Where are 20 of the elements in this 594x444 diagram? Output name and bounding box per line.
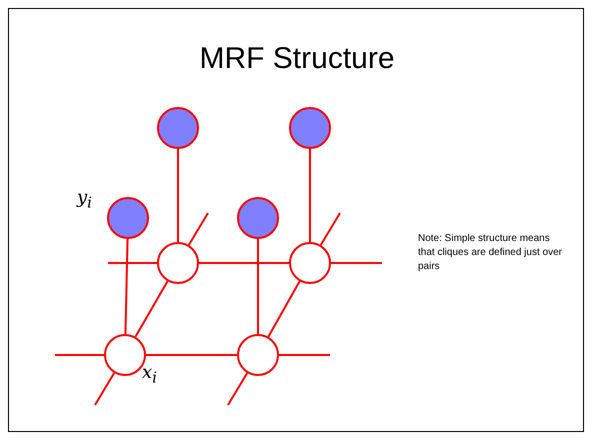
edge-line <box>279 354 330 356</box>
edge-line <box>134 280 168 338</box>
variable-label: x$_{i}$ <box>142 362 157 387</box>
edge-line <box>55 354 104 356</box>
edge-line <box>177 149 179 242</box>
edge-line <box>309 149 311 242</box>
variable-label: y$_{i}$ <box>77 187 92 212</box>
slide-title: MRF Structure <box>198 42 396 76</box>
edge-line <box>320 212 341 246</box>
edge-line <box>331 262 382 264</box>
edge-line <box>108 262 157 264</box>
edge-line <box>94 372 116 406</box>
edge-line <box>124 238 129 334</box>
edge-line <box>146 354 237 356</box>
edge-line <box>227 372 248 406</box>
note-text: Note: Simple structure means that cliques are defined just over pairs <box>418 232 563 274</box>
edge-line <box>267 280 301 338</box>
edge-line <box>257 239 259 334</box>
edge-line <box>188 212 209 246</box>
edge-line <box>199 262 289 264</box>
